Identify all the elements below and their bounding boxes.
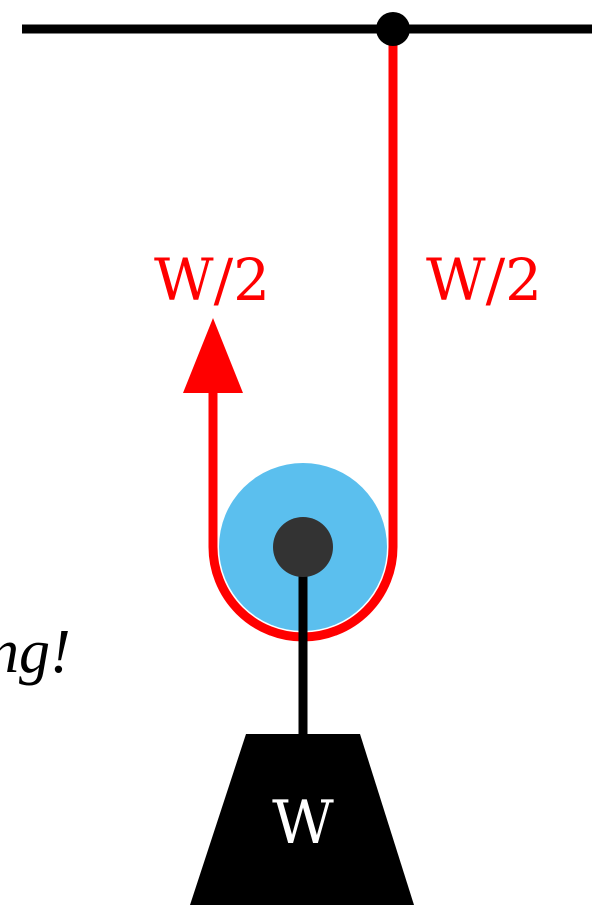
right-tension-label: W/2 <box>426 246 542 314</box>
weight-label: W <box>272 788 334 858</box>
pulley-axle <box>273 517 333 577</box>
left-tension-label: W/2 <box>154 246 270 314</box>
pull-arrow-head <box>183 318 243 393</box>
ceiling-anchor <box>376 12 410 46</box>
side-caption: ng! <box>0 618 71 686</box>
weight-block <box>190 734 414 905</box>
